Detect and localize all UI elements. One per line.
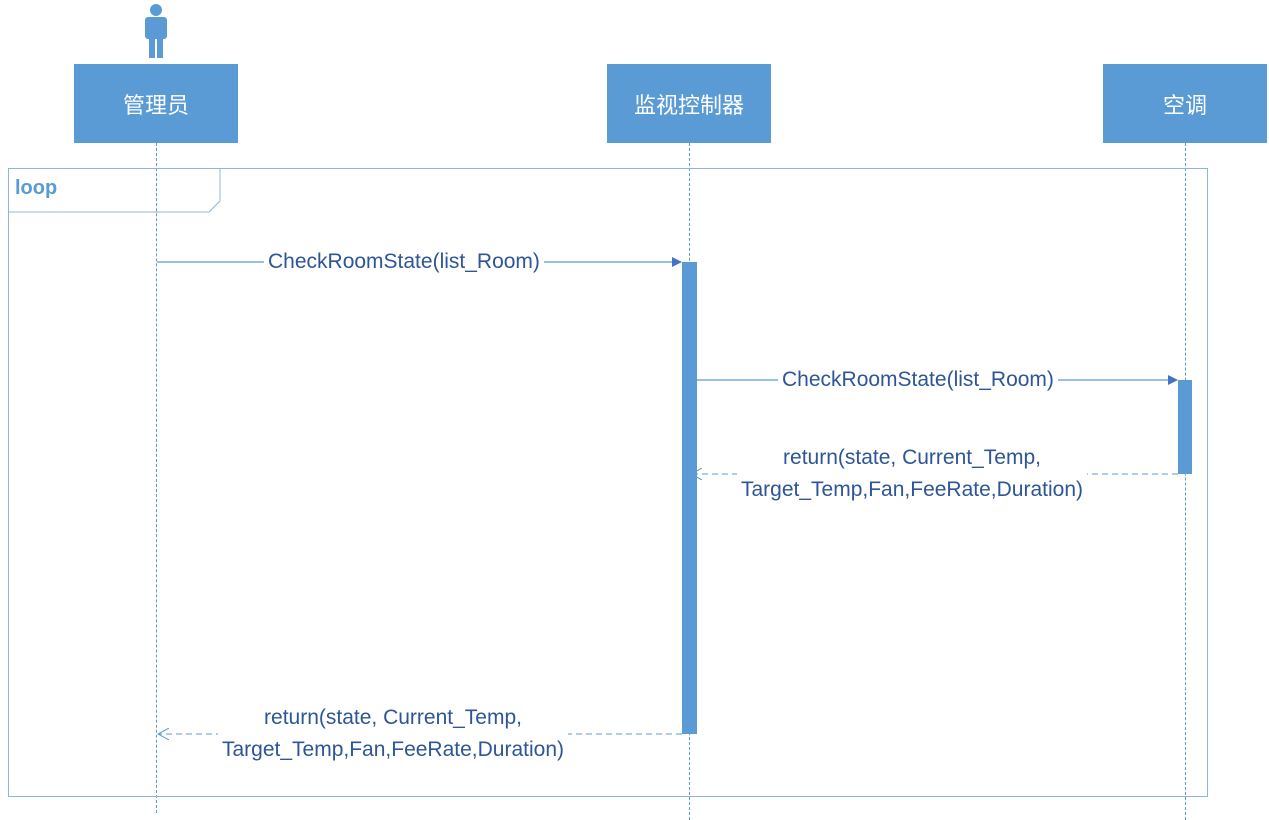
lifeline-monitor-controller-label: 监视控制器: [633, 93, 744, 119]
lifeline-monitor-controller-box: 监视控制器: [607, 64, 771, 143]
lifeline-admin-label: 管理员: [122, 93, 189, 119]
message-2-label: CheckRoomState(list_Room): [778, 364, 1058, 396]
message-4-label-line2: Target_Temp,Fan,FeeRate,Duration): [222, 738, 564, 761]
lifeline-air-conditioner-label: 空调: [1162, 93, 1207, 119]
actor-icon: [145, 4, 167, 58]
message-3-label-line2: Target_Temp,Fan,FeeRate,Duration): [741, 478, 1083, 501]
loop-frame-label: loop: [15, 177, 58, 199]
lifeline-air-conditioner-line: [1185, 143, 1186, 820]
message-3-label-line1: return(state, Current_Temp,: [783, 446, 1041, 469]
message-1-label: CheckRoomState(list_Room): [264, 246, 544, 278]
activation-air-conditioner: [1178, 380, 1192, 474]
loop-frame: [8, 168, 1208, 797]
lifeline-air-conditioner-box: 空调: [1103, 64, 1267, 143]
lifeline-admin-box: 管理员: [74, 64, 238, 143]
message-4-label-line1: return(state, Current_Temp,: [264, 706, 522, 729]
message-3-label: return(state, Current_Temp, Target_Temp,…: [737, 442, 1087, 506]
lifeline-admin-line: [156, 143, 157, 813]
message-4-label: return(state, Current_Temp, Target_Temp,…: [218, 702, 568, 766]
